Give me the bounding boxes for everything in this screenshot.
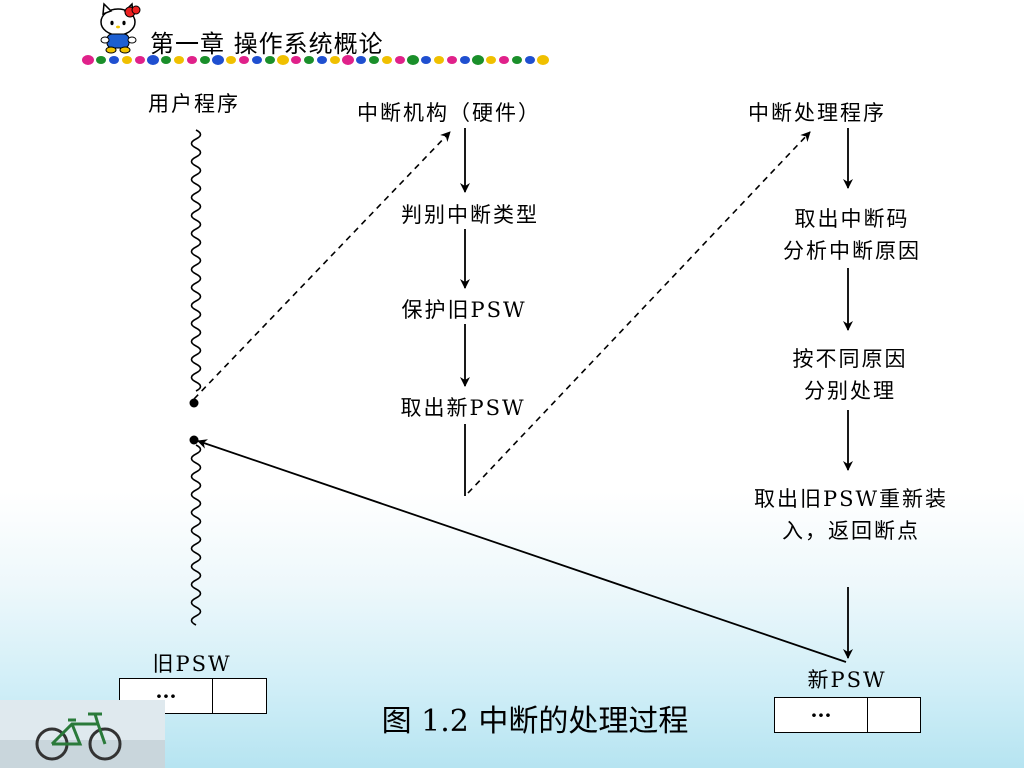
decorative-dot (330, 56, 340, 64)
handler-step-1-line-2: 分析中断原因 (783, 239, 921, 263)
user-program-heading: 用户程序 (148, 92, 240, 116)
decorative-dot (356, 56, 366, 64)
decorative-dot (82, 55, 94, 65)
mechanism-step-2: 保护旧PSW (401, 294, 527, 324)
decorative-dot (304, 56, 314, 64)
hello-kitty-logo (100, 2, 141, 54)
decorative-dot-border (82, 55, 549, 65)
old-psw-empty-cell (213, 679, 266, 713)
decorative-dot (122, 56, 132, 64)
decorative-dot (447, 56, 457, 64)
decorative-dot (187, 56, 197, 64)
decorative-dot (200, 56, 210, 64)
handler-step-3: 取出旧PSW重新装 入，返回断点 (754, 483, 948, 547)
decorative-dot (212, 55, 224, 65)
dashed-arrow-to-handler (467, 131, 811, 494)
decorative-dot (291, 56, 301, 64)
return-arrow-to-breakpoint (197, 439, 847, 663)
handler-step-3-line-2: 入，返回断点 (781, 519, 920, 543)
decorative-dot (174, 56, 184, 64)
decorative-dot (277, 55, 289, 65)
user-program-wavy-line-upper (190, 129, 202, 392)
breakpoint-dot-return (189, 435, 199, 445)
decorative-dot (265, 56, 275, 64)
dashed-arrow-to-mechanism (193, 131, 451, 400)
decorative-dot (537, 55, 549, 65)
decorative-dot (369, 56, 379, 64)
decorative-dot (161, 56, 171, 64)
decorative-dot (382, 56, 392, 64)
decorative-dot (407, 55, 419, 65)
breakpoint-dot-out (189, 398, 199, 408)
handler-step-2-line-1: 按不同原因 (792, 347, 908, 371)
decorative-dot (226, 56, 236, 64)
mechanism-step-1: 判别中断类型 (401, 199, 539, 229)
decorative-dot (512, 56, 522, 64)
user-program-wavy-line-lower (190, 444, 202, 626)
handler-step-1-line-1: 取出中断码 (794, 207, 910, 231)
page-title: 第一章 操作系统概论 (150, 30, 384, 58)
new-psw-label: 新PSW (807, 668, 887, 692)
decorative-dot (421, 56, 431, 64)
decorative-dot (109, 56, 119, 64)
decorative-dot (239, 56, 249, 64)
old-psw-label: 旧PSW (152, 652, 232, 676)
decorative-dot (147, 55, 159, 65)
decorative-dot (472, 55, 484, 65)
decorative-dot (434, 56, 444, 64)
decorative-dot (252, 56, 262, 64)
interrupt-mechanism-heading: 中断机构（硬件） (357, 101, 541, 125)
mechanism-step-3: 取出新PSW (400, 392, 526, 422)
new-psw-box: ··· (774, 697, 921, 733)
new-psw-content: ··· (775, 698, 868, 732)
interrupt-handler-heading: 中断处理程序 (748, 101, 886, 125)
handler-step-2: 按不同原因 分别处理 (793, 343, 908, 407)
decorative-dot (96, 56, 106, 64)
handler-step-3-line-1: 取出旧PSW重新装 (753, 487, 949, 511)
decorative-dot (525, 56, 535, 64)
figure-caption: 图 1.2 中断的处理过程 (381, 704, 689, 739)
bicycle-image (0, 700, 165, 768)
decorative-dot (395, 56, 405, 64)
decorative-dot (486, 56, 496, 64)
decorative-dot (499, 56, 509, 64)
decorative-dot (460, 56, 470, 64)
decorative-dot (317, 56, 327, 64)
handler-step-1: 取出中断码 分析中断原因 (783, 203, 921, 267)
decorative-dot (135, 56, 145, 64)
decorative-dot (342, 55, 354, 65)
new-psw-empty-cell (868, 698, 920, 732)
handler-step-2-line-2: 分别处理 (804, 379, 896, 403)
